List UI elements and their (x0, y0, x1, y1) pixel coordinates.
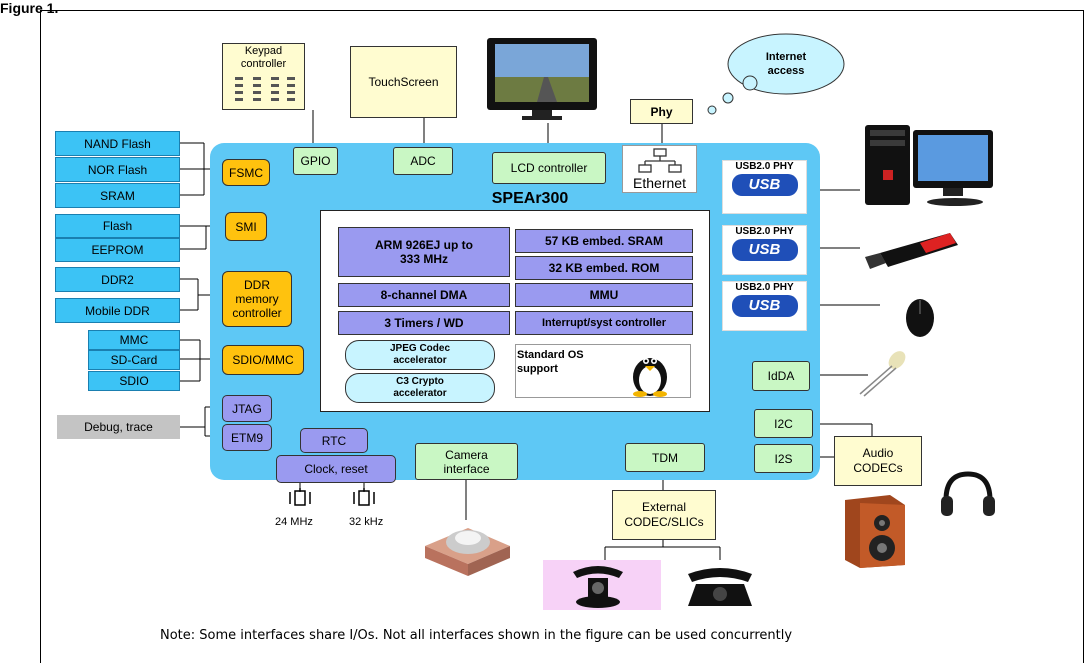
gpio-block: GPIO (293, 147, 338, 175)
usb-logo-icon: USB (731, 295, 798, 317)
usb-phy-1: USB2.0 PHY USB (722, 160, 807, 214)
tdm-block: TDM (625, 443, 705, 472)
smi-block: SMI (225, 212, 267, 241)
clock-reset-block: Clock, reset (276, 455, 396, 483)
audio-codecs-block: Audio CODECs (834, 436, 922, 486)
ddr-controller-block: DDR memory controller (222, 271, 292, 327)
internet-cloud-icon (690, 28, 880, 123)
external-codec-block: External CODEC/SLICs (612, 490, 716, 540)
flash-memory: Flash (55, 214, 180, 238)
i2c-block: I2C (754, 409, 813, 438)
keypad-block: Keypad controller (222, 43, 305, 110)
usb-logo-icon: USB (731, 174, 798, 196)
penguin-icon (615, 347, 685, 397)
ethernet-label: Ethernet (633, 175, 686, 191)
usb-phy-label: USB2.0 PHY (735, 282, 794, 293)
sdio-mmc-block: SDIO/MMC (222, 345, 304, 375)
etm9-block: ETM9 (222, 424, 272, 451)
debug-trace: Debug, trace (57, 415, 180, 439)
nand-flash: NAND Flash (55, 131, 180, 156)
i2s-block: I2S (754, 444, 813, 473)
jtag-block: JTAG (222, 395, 272, 422)
headphones-icon (938, 470, 998, 520)
nor-flash: NOR Flash (55, 157, 180, 182)
eeprom-memory: EEPROM (55, 238, 180, 262)
camera-sensor-icon (420, 518, 515, 578)
chip-name: SPEAr300 (491, 190, 569, 207)
usb-stick-icon (860, 225, 970, 275)
usb-phy-label: USB2.0 PHY (735, 161, 794, 172)
crypto-accelerator: C3 Crypto accelerator (345, 373, 495, 403)
figure-title: Figure 1. (0, 0, 59, 16)
ethernet-block: Ethernet (622, 145, 697, 193)
keypad-label: Keypad controller (240, 45, 287, 70)
crystal-32khz-label: 32 kHz (349, 516, 384, 528)
keypad-keys-icon (235, 77, 295, 101)
desk-phone-icon (680, 560, 760, 610)
interrupt-controller: Interrupt/syst controller (515, 311, 693, 335)
mmc-card: MMC (88, 330, 180, 350)
embedded-sram: 57 KB embed. SRAM (515, 229, 693, 253)
ddr2-memory: DDR2 (55, 267, 180, 292)
usb-phy-label: USB2.0 PHY (735, 226, 794, 237)
os-support-box (515, 344, 691, 398)
network-icon (638, 148, 682, 173)
rtc-block: RTC (300, 428, 368, 453)
sd-card: SD-Card (88, 350, 180, 370)
speaker-icon (835, 490, 915, 570)
internet-label: Internet access (765, 51, 807, 77)
phy-block: Phy (630, 99, 693, 124)
idda-block: IdDA (752, 361, 810, 391)
dma-block: 8-channel DMA (338, 283, 510, 307)
sram-memory: SRAM (55, 183, 180, 208)
os-support-label: Standard OS support (517, 349, 584, 375)
adc-block: ADC (393, 147, 453, 175)
jpeg-accelerator: JPEG Codec accelerator (345, 340, 495, 370)
usb-phy-3: USB2.0 PHY USB (722, 281, 807, 331)
sdio-card: SDIO (88, 371, 180, 391)
arm-core: ARM 926EJ up to 333 MHz (338, 227, 510, 277)
crystal-24mhz-label: 24 MHz (275, 516, 313, 528)
touchscreen-block: TouchScreen (350, 46, 457, 118)
crystal-32khz-icon (349, 488, 379, 510)
desktop-pc-icon (855, 120, 1005, 210)
lcd-controller-block: LCD controller (492, 152, 606, 184)
embedded-rom: 32 KB embed. ROM (515, 256, 693, 280)
mouse-icon (895, 290, 945, 340)
mobile-ddr-memory: Mobile DDR (55, 298, 180, 323)
fsmc-block: FSMC (222, 159, 270, 186)
timers-block: 3 Timers / WD (338, 311, 510, 335)
crystal-24mhz-icon (285, 488, 315, 510)
footnote: Note: Some interfaces share I/Os. Not al… (160, 628, 793, 643)
usb-phy-2: USB2.0 PHY USB (722, 225, 807, 275)
mmu-block: MMU (515, 283, 693, 307)
usb-logo-icon: USB (731, 239, 798, 261)
lcd-monitor-icon (482, 35, 617, 125)
camera-interface-block: Camera interface (415, 443, 518, 480)
vintage-phone-icon (543, 560, 661, 610)
led-icon (852, 350, 912, 400)
